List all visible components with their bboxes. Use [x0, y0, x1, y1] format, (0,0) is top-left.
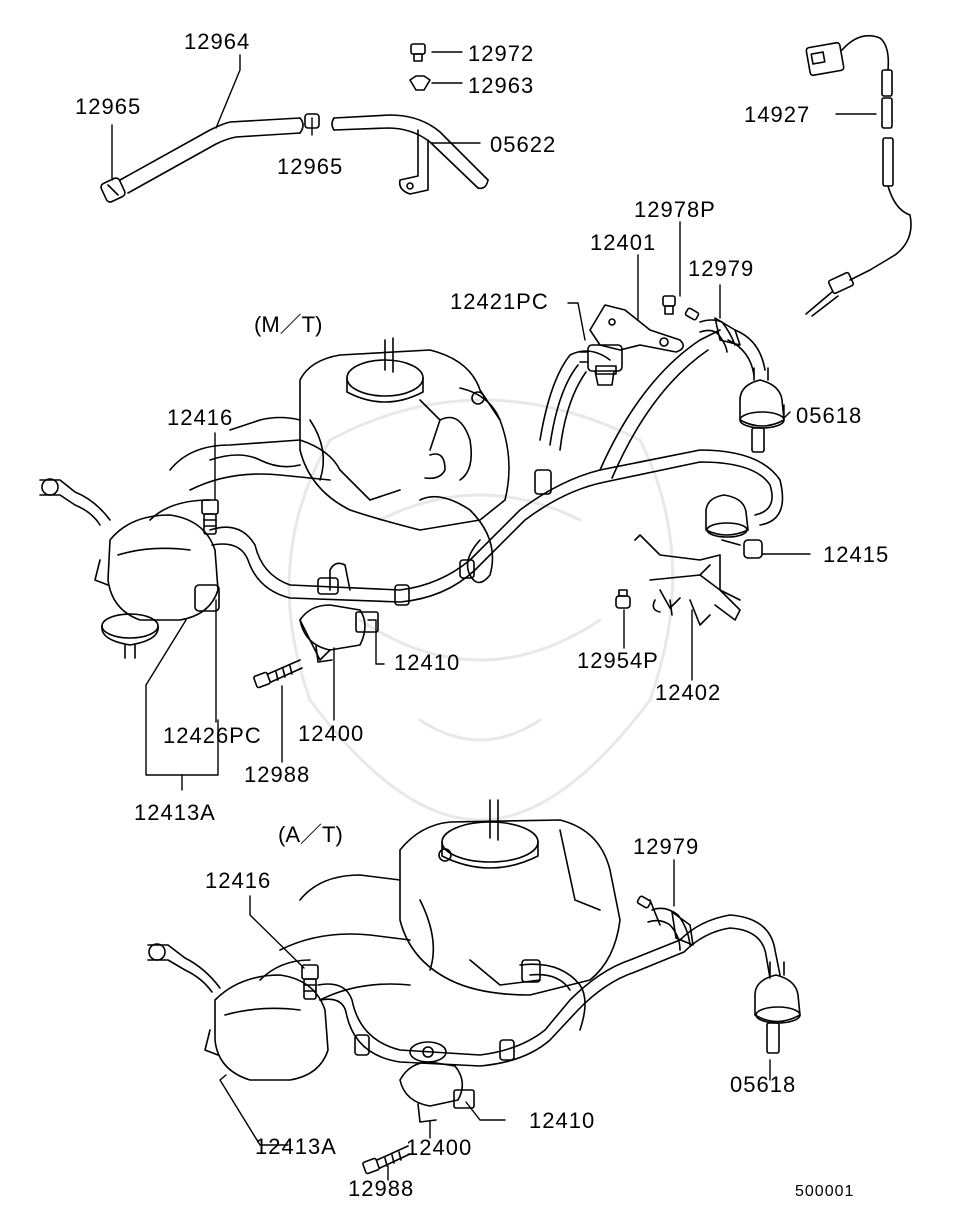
vacuum-switch-12416-at	[302, 965, 318, 999]
hose-05622	[332, 115, 488, 188]
part-label-12965-mid: 12965	[277, 154, 344, 179]
valve-12400-at	[400, 1042, 474, 1122]
part-label-14927: 14927	[744, 102, 811, 127]
nut-12963	[410, 76, 430, 90]
bolt-12988-at	[362, 1146, 410, 1174]
part-label-12979-top: 12979	[688, 256, 755, 281]
part-label-12426PC: 12426PC	[163, 723, 262, 748]
part-label-12416-bottom: 12416	[205, 868, 272, 893]
part-label-12410-bottom: 12410	[529, 1108, 596, 1133]
part-label-12979-bottom: 12979	[633, 834, 700, 859]
part-label-12415: 12415	[823, 542, 890, 567]
part-label-05618-top: 05618	[796, 403, 863, 428]
oxygen-sensor-14927	[806, 36, 911, 316]
diagram-code: 500001	[795, 1183, 855, 1200]
carburetor-at	[400, 800, 620, 995]
hose-cap-12965-left	[100, 177, 127, 204]
vacuum-switch-12416-mt	[202, 500, 218, 534]
part-label-12972: 12972	[468, 41, 535, 66]
vacuum-hose-harness-at	[318, 900, 780, 1066]
part-label-05622: 05622	[490, 132, 557, 157]
part-label-12413A-bottom: 12413A	[255, 1134, 337, 1159]
part-label-12402: 12402	[655, 680, 722, 705]
part-label-12988-top: 12988	[244, 762, 311, 787]
part-label-12400-top: 12400	[298, 721, 365, 746]
vacuum-actuator-05618-mt	[740, 368, 784, 452]
section-label-automatic-transmission: (A／T)	[278, 822, 343, 847]
intake-manifold-at	[260, 875, 410, 1000]
hose-12964	[120, 118, 303, 193]
bracket-12402	[635, 535, 740, 625]
part-label-12963: 12963	[468, 73, 535, 98]
part-label-12978P: 12978P	[634, 197, 716, 222]
screw-12978P	[663, 296, 675, 314]
part-label-12400-bottom: 12400	[406, 1135, 473, 1160]
part-label-12954P: 12954P	[577, 648, 659, 673]
part-label-12988-bottom: 12988	[348, 1176, 415, 1201]
intake-manifold-mt	[150, 418, 340, 521]
distributor-at	[148, 944, 328, 1080]
vacuum-actuator-05618-at	[755, 962, 800, 1053]
bolt-12988-mt	[253, 660, 302, 688]
valve-12400-mt	[300, 605, 378, 662]
section-label-manual-transmission: (M／T)	[254, 312, 323, 337]
part-label-12401: 12401	[590, 230, 657, 255]
clamp-12979-mt	[685, 308, 765, 375]
part-label-05618-bottom: 05618	[730, 1072, 797, 1097]
vacuum-hose-harness-mt	[195, 330, 783, 611]
distributor-mt	[40, 479, 218, 658]
clamp-12979-at	[637, 896, 693, 950]
part-label-12965-left: 12965	[75, 94, 142, 119]
bracket-12401	[590, 305, 683, 352]
background-watermark	[289, 400, 673, 820]
part-label-12964: 12964	[184, 29, 251, 54]
bracket-05622	[400, 130, 428, 194]
solenoid-12421PC	[580, 345, 622, 385]
bolt-12972	[411, 44, 425, 61]
vacuum-valve-12415	[706, 495, 762, 558]
carburetor-mt	[300, 338, 509, 530]
part-label-12421PC: 12421PC	[450, 289, 549, 314]
screw-12954P	[616, 590, 630, 608]
part-label-12416-top: 12416	[167, 405, 234, 430]
part-label-12410-top: 12410	[394, 650, 461, 675]
part-label-12413A-top: 12413A	[134, 800, 216, 825]
leader-lines	[112, 52, 876, 1180]
